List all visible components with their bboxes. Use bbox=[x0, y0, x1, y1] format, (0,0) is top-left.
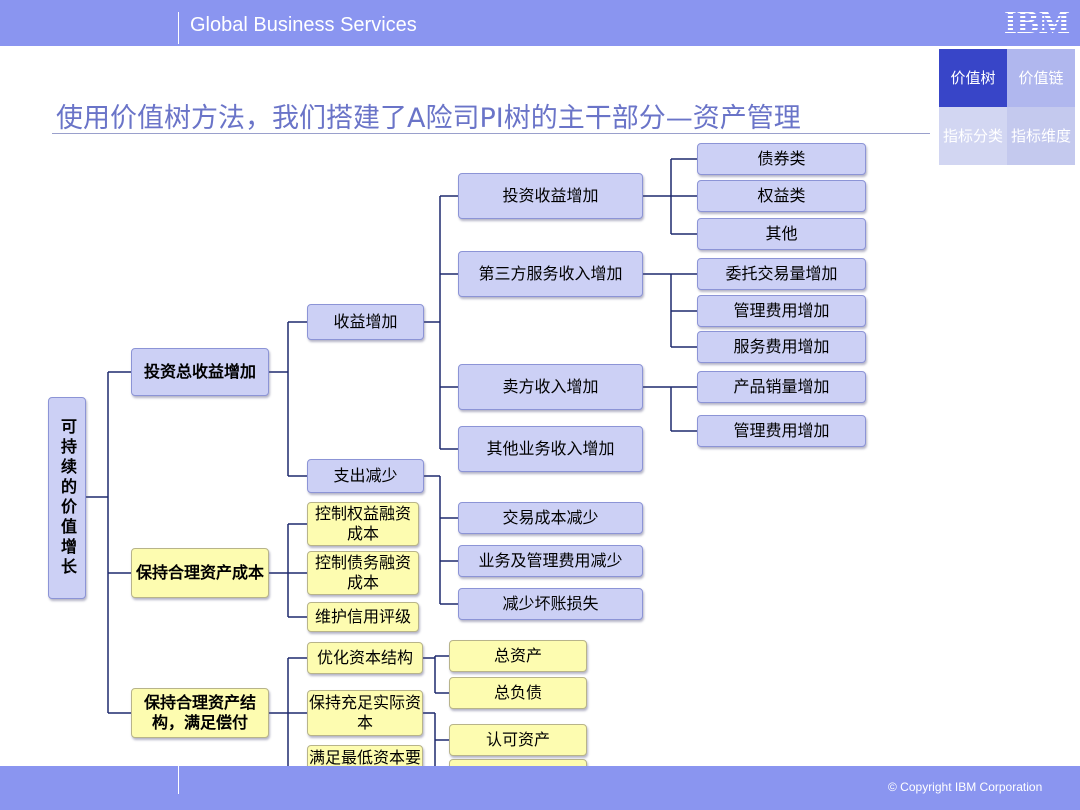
footer-divider bbox=[178, 766, 179, 794]
footer-bar: © Copyright IBM Corporation bbox=[0, 766, 1080, 810]
node-seller-income: 卖方收入增加 bbox=[458, 364, 643, 410]
node-asset-cost: 保持合理资产成本 bbox=[131, 548, 269, 598]
node-mgmt-fee-2: 管理费用增加 bbox=[697, 415, 866, 447]
page-title: 使用价值树方法，我们搭建了A险司PI树的主干部分—资产管理 bbox=[56, 103, 801, 134]
puzzle-value-chain: 价值链 bbox=[1007, 49, 1075, 107]
node-investment-income: 投资总收益增加 bbox=[131, 348, 269, 396]
node-other-business-income: 其他业务收入增加 bbox=[458, 426, 643, 472]
node-total-liabilities: 总负债 bbox=[449, 677, 587, 709]
svg-text:IBM: IBM bbox=[1004, 5, 1070, 40]
ibm-logo: IBM bbox=[1004, 5, 1070, 40]
node-sufficient-capital: 保持充足实际资本 bbox=[307, 690, 423, 736]
node-third-party-income: 第三方服务收入增加 bbox=[458, 251, 643, 297]
node-credit-rating: 维护信用评级 bbox=[307, 602, 419, 632]
node-entrusted-volume: 委托交易量增加 bbox=[697, 258, 866, 290]
node-others: 其他 bbox=[697, 218, 866, 250]
puzzle-graphic: 价值树 价值链 指标分类 指标维度 bbox=[938, 48, 1076, 166]
node-asset-structure: 保持合理资产结构，满足偿付 bbox=[131, 688, 269, 738]
copyright-text: © Copyright IBM Corporation bbox=[888, 780, 1043, 794]
node-mgmt-fee-1: 管理费用增加 bbox=[697, 295, 866, 327]
node-revenue-increase: 收益增加 bbox=[307, 304, 424, 340]
node-root: 可持续的价值增长 bbox=[48, 397, 86, 599]
service-name: Global Business Services bbox=[190, 14, 417, 36]
header-divider bbox=[178, 12, 179, 44]
node-expense-decrease: 支出减少 bbox=[307, 459, 424, 493]
node-debt-financing: 控制债务融资成本 bbox=[307, 551, 419, 595]
header-bar: Global Business Services IBM bbox=[0, 0, 1080, 46]
node-equity: 权益类 bbox=[697, 180, 866, 212]
node-equity-financing: 控制权益融资成本 bbox=[307, 502, 419, 546]
puzzle-indicator-dimension: 指标维度 bbox=[1007, 107, 1075, 165]
node-optimize-capital: 优化资本结构 bbox=[307, 642, 423, 674]
title-rule bbox=[52, 133, 930, 134]
node-bad-debt: 减少坏账损失 bbox=[458, 588, 643, 620]
node-product-sales: 产品销量增加 bbox=[697, 371, 866, 403]
puzzle-value-tree: 价值树 bbox=[939, 49, 1007, 107]
node-investment-return: 投资收益增加 bbox=[458, 173, 643, 219]
node-service-fee: 服务费用增加 bbox=[697, 331, 866, 363]
node-total-assets: 总资产 bbox=[449, 640, 587, 672]
node-mgmt-expense: 业务及管理费用减少 bbox=[458, 545, 643, 577]
node-transaction-cost: 交易成本减少 bbox=[458, 502, 643, 534]
node-admitted-assets: 认可资产 bbox=[449, 724, 587, 756]
node-bonds: 债券类 bbox=[697, 143, 866, 175]
puzzle-indicator-category: 指标分类 bbox=[939, 107, 1007, 165]
